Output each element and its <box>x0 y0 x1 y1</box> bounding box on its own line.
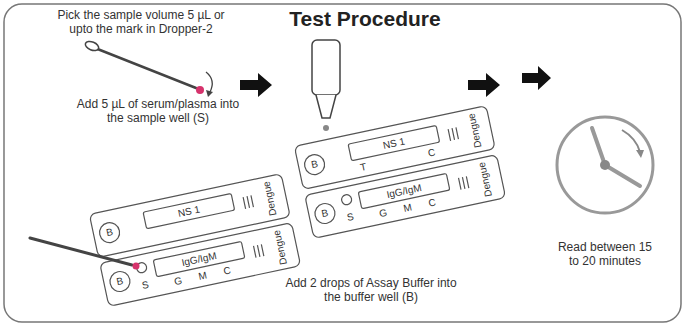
cassette-body <box>89 174 300 307</box>
cassette-body <box>313 202 337 226</box>
cassette-body <box>136 262 148 274</box>
dropper-2 <box>196 86 204 94</box>
step-arrow <box>522 66 551 90</box>
cassette-body <box>303 153 327 177</box>
instruction-text: Pick the sample volume 5 µL or upto the … <box>48 8 234 37</box>
dropper-2 <box>84 40 100 53</box>
cassette-body <box>305 155 506 239</box>
sample-stick <box>30 238 140 270</box>
dropper-2 <box>95 48 196 88</box>
cassette-body <box>348 125 440 160</box>
cassette-body <box>100 223 301 307</box>
cassette-body <box>243 195 264 257</box>
cassette-body <box>341 194 353 206</box>
buffer-bottle <box>323 125 329 131</box>
clock-icon <box>636 150 644 158</box>
instruction-text: Add 5 µL of serum/plasma into the sample… <box>72 97 244 126</box>
dropper-2 <box>206 72 212 92</box>
sample-stick <box>30 238 132 265</box>
instruction-text: Read between 15 to 20 minutes <box>552 240 658 269</box>
cassette-body <box>448 127 469 189</box>
buffer-bottle <box>312 40 340 95</box>
sample-stick <box>133 263 140 270</box>
step-arrow <box>240 73 272 97</box>
clock-icon <box>592 128 605 165</box>
clock-icon <box>557 117 653 213</box>
clock-icon <box>600 160 610 170</box>
instruction-text: Add 2 drops of Assay Buffer into the buf… <box>282 276 460 305</box>
buffer-bottle <box>312 40 340 131</box>
clock-icon <box>605 165 640 186</box>
dropper-2 <box>206 90 213 97</box>
cassette-body <box>143 193 235 228</box>
step-arrow <box>468 73 500 97</box>
step-arrow <box>240 66 551 97</box>
clock-icon <box>557 117 653 213</box>
cassette-body <box>108 270 132 294</box>
title: Test Procedure <box>289 7 440 31</box>
clock-icon <box>622 130 640 152</box>
dropper-2 <box>84 40 213 97</box>
cassette-body <box>98 221 122 245</box>
buffer-bottle <box>316 95 336 118</box>
frame-panel <box>4 4 681 322</box>
frame-panel <box>4 4 681 322</box>
cassette-body <box>294 106 505 239</box>
